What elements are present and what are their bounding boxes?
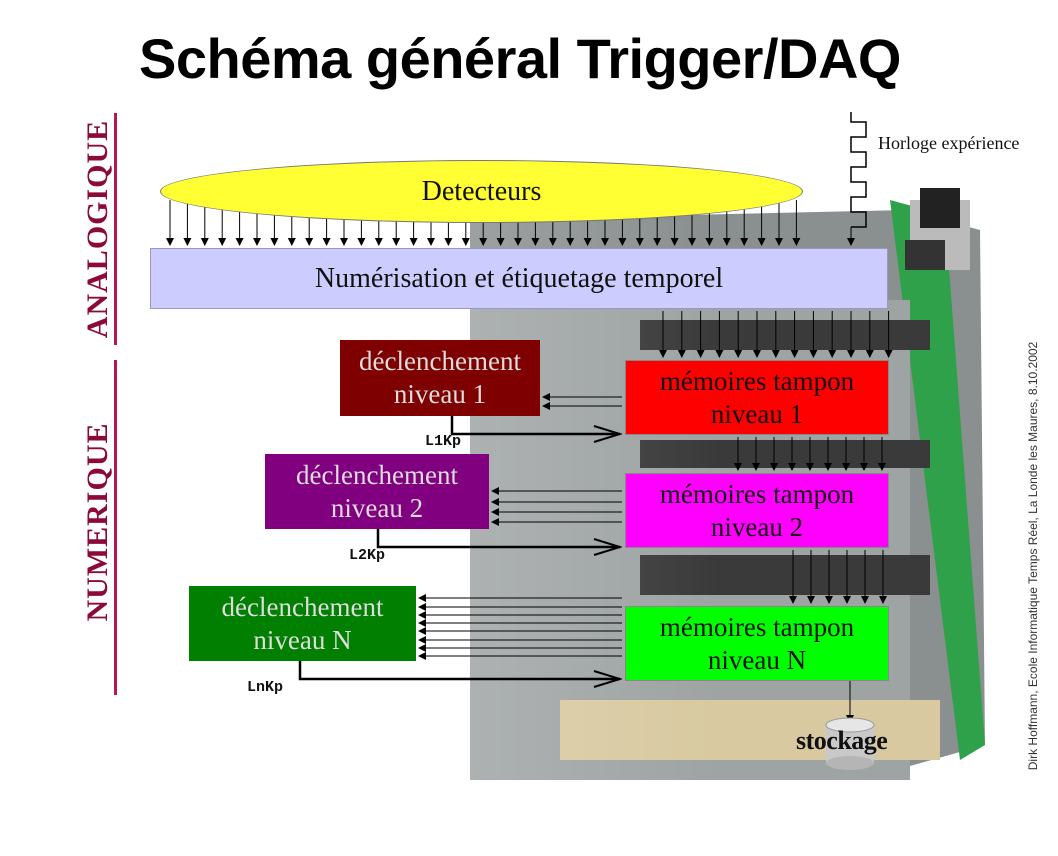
author-credit: Dirk Hoffmann, Ecole Informatique Temps …	[1026, 341, 1040, 771]
buffer1-to-buffer2-arrows	[734, 437, 886, 471]
trigger-2-line1: déclenchement	[296, 459, 458, 490]
lnkp-arrow	[298, 661, 620, 679]
trigger-n-line1: déclenchement	[221, 591, 384, 622]
buffer2-to-bufferN-arrows	[789, 550, 887, 604]
l1kp-label: L1Kp	[425, 433, 462, 450]
trigger-1-line2: niveau 1	[393, 379, 487, 409]
trigger-1-line1: déclenchement	[359, 346, 521, 376]
storage-cylinder	[825, 717, 875, 770]
trigger-n-line2: niveau N	[253, 624, 352, 655]
trigger-2-line2: niveau 2	[330, 492, 424, 523]
buffer-2-line1: mémoires tampon	[659, 478, 855, 509]
digitization-to-buffer1-arrows	[659, 311, 893, 358]
buffer-n-line1: mémoires tampon	[659, 611, 855, 642]
page-title: Schéma général Trigger/DAQ	[139, 27, 901, 90]
l1kp-arrow	[450, 416, 620, 434]
buffer-1-line1: mémoires tampon	[659, 365, 855, 396]
buffer-2-line2: niveau 2	[710, 511, 804, 542]
lnkp-label: LnKp	[247, 679, 284, 696]
digitization-box: Numérisation et étiquetage temporel	[150, 248, 888, 309]
storage-label: stockage	[796, 726, 888, 755]
buffer-to-trigger-arrows	[418, 393, 622, 660]
l2kp-label: L2Kp	[349, 547, 386, 564]
clock-signal	[850, 112, 867, 228]
buffer-1-line2: niveau 1	[710, 398, 804, 429]
digitization-label: Numérisation et étiquetage temporel	[314, 263, 724, 294]
detectors-ellipse: Detecteurs	[160, 160, 803, 223]
detectors-label: Detecteurs	[421, 175, 542, 207]
clock-label: Horloge expérience	[878, 133, 1020, 153]
numerique-label: NUMERIQUE	[81, 422, 114, 622]
analogique-label: ANALOGIQUE	[81, 119, 114, 339]
buffer-n-line2: niveau N	[707, 644, 807, 675]
l2kp-arrow	[376, 529, 620, 547]
analogique-divider	[114, 113, 117, 345]
numerique-divider	[114, 360, 117, 695]
